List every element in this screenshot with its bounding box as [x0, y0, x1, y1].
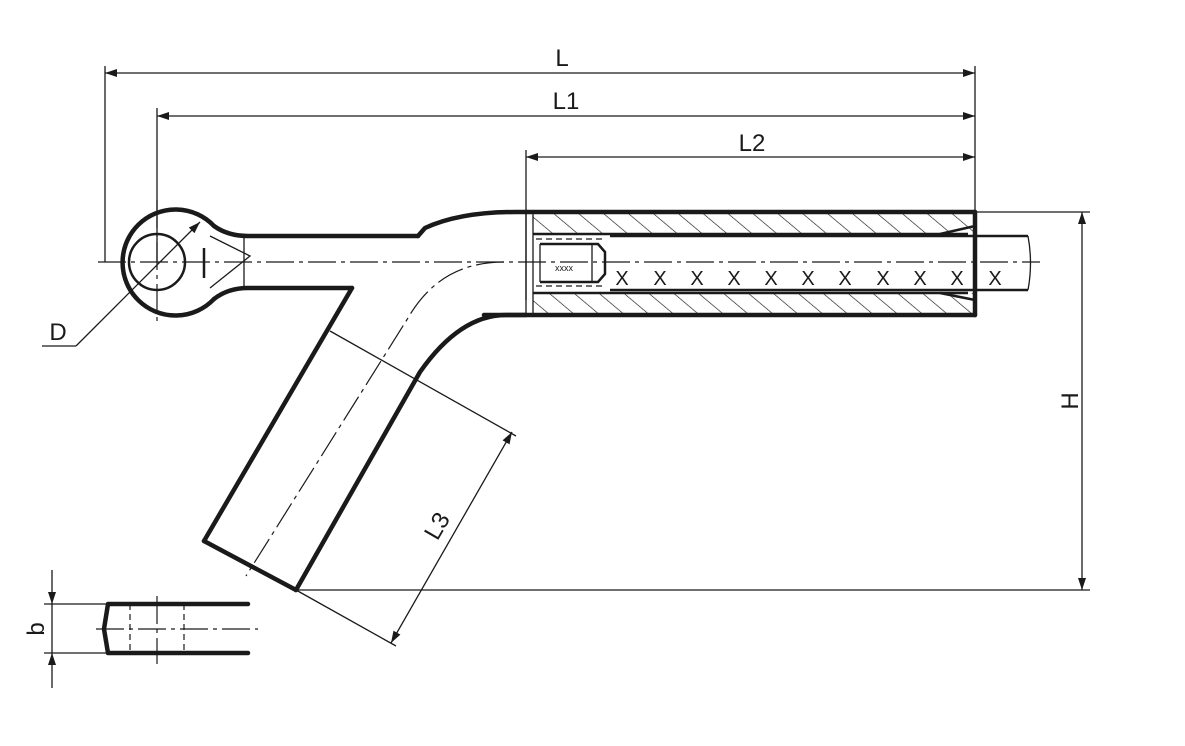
dimension-b: b — [23, 570, 108, 688]
conductor: X X X X X X X X X X X — [610, 234, 1032, 292]
label-D: D — [49, 319, 66, 346]
label-L2: L2 — [739, 130, 766, 157]
dimension-L3: L3 — [295, 330, 517, 647]
label-L: L — [555, 45, 568, 72]
x-mark: X — [838, 268, 851, 290]
label-L1: L1 — [553, 88, 580, 115]
x-mark: X — [950, 268, 963, 290]
steel-core-insert: xxxx — [536, 238, 607, 287]
x-mark: X — [764, 268, 777, 290]
label-b: b — [23, 622, 50, 635]
label-H: H — [1057, 392, 1084, 409]
x-mark: X — [913, 268, 926, 290]
center-lines — [98, 200, 1040, 577]
inner-x-marks: xxxx — [555, 263, 574, 273]
x-mark: X — [653, 268, 666, 290]
clamp-body — [120, 207, 978, 593]
x-mark: X — [801, 268, 814, 290]
x-mark: X — [988, 268, 1001, 290]
x-mark: X — [876, 268, 889, 290]
x-mark: X — [690, 268, 703, 290]
x-mark: X — [727, 268, 740, 290]
conductor-x-marks: X X X X X X X X X X X — [615, 268, 1001, 290]
x-mark: X — [615, 268, 628, 290]
side-view — [96, 596, 258, 664]
tube-section-hatch — [533, 214, 976, 313]
dimension-L: L — [104, 45, 976, 262]
